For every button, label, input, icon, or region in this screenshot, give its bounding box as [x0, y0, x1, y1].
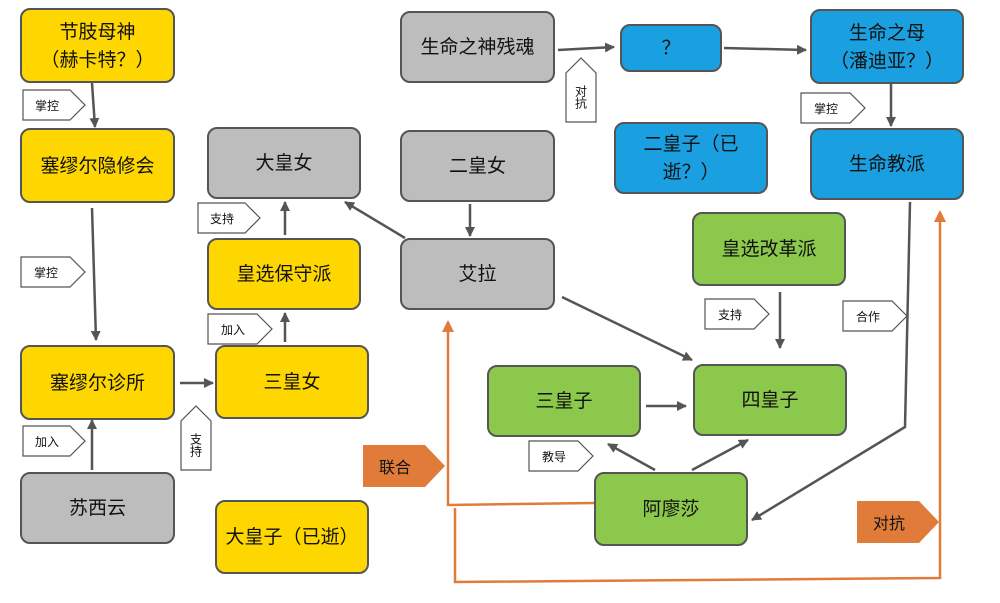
arrow-mushen-to-yinxiuhui: [89, 82, 100, 128]
node-san-huangzi: 三皇子: [487, 365, 641, 437]
node-label: 四皇子: [741, 389, 799, 411]
node-label: 皇选改革派: [721, 238, 817, 260]
node-saimiuer-yinxiuhui: 塞缪尔隐修会: [20, 128, 175, 203]
node-label: 阿廖莎: [642, 498, 700, 520]
tag-zhichi-2: 支持: [180, 405, 212, 471]
node-label: 生命之母 （潘迪亚？）: [829, 21, 944, 72]
node-label: 生命教派: [848, 153, 925, 175]
node-aila: 艾拉: [400, 238, 555, 310]
tag-duikang-1: 对抗: [565, 57, 597, 123]
orange-arrow-lianhe: [442, 320, 595, 507]
node-shengming-zhimu: 生命之母 （潘迪亚？）: [810, 9, 964, 84]
node-label: 塞缪尔隐修会: [40, 154, 155, 177]
tag-zhichi-1: 支持: [197, 202, 261, 234]
tag-zhichi-3: 支持: [704, 298, 770, 330]
arrow-canhun-to-unknown: [557, 42, 615, 53]
tag-label: 对抗: [872, 514, 905, 533]
node-er-huangnv: 二皇女: [400, 130, 555, 202]
node-huangxuan-gaigepai: 皇选改革派: [692, 212, 846, 286]
orange-arrow-duikang: [453, 210, 946, 584]
node-jiezhi-mushen: 节肢母神 （赫卡特？）: [20, 8, 175, 83]
tag-label: 掌控: [813, 101, 838, 116]
node-amiaosha: 阿廖莎: [594, 472, 748, 546]
tag-label: 支持: [188, 433, 203, 457]
tag-label: 支持: [209, 211, 234, 226]
tag-label: 对抗: [573, 85, 588, 109]
tag-hezuo: 合作: [842, 300, 908, 332]
node-label: 二皇子（已 逝？）: [643, 133, 739, 183]
arrow-aila-to-sihuangzi: [561, 295, 693, 362]
arrow-amiaosha-to-sanhuangzi: [607, 442, 656, 472]
node-unknown: ？: [620, 24, 722, 72]
node-label: 三皇女: [263, 371, 321, 393]
node-da-huangzi: 大皇子（已逝）: [215, 500, 369, 574]
node-label: 塞缪尔诊所: [49, 371, 145, 394]
node-da-huangnv: 大皇女: [207, 127, 361, 199]
node-huangxuan-baoshoupai: 皇选保守派: [207, 238, 361, 310]
tag-zhangkong-1: 掌控: [22, 89, 86, 121]
tag-duikang-2: 对抗: [857, 501, 939, 543]
node-label: 三皇子: [535, 390, 593, 412]
node-label: 皇选保守派: [236, 263, 332, 285]
tag-label: 联合: [378, 458, 411, 477]
tag-label: 加入: [34, 434, 59, 449]
arrow-amiaosha-to-sihuangzi: [691, 438, 749, 472]
node-label: 生命之神残魂: [420, 36, 535, 58]
node-er-huangzi: 二皇子（已 逝？）: [614, 122, 768, 194]
tag-lianhe: 联合: [363, 445, 445, 487]
node-shengming-zhishen-canhun: 生命之神残魂: [400, 11, 555, 83]
tag-jiaru-2: 加入: [207, 313, 273, 345]
node-label: 苏西云: [68, 497, 126, 519]
node-label: 大皇子（已逝）: [225, 526, 359, 548]
arrow-aila-to-dahuangnv: [344, 200, 406, 240]
tag-label: 掌控: [34, 98, 59, 113]
node-label: 大皇女: [255, 152, 313, 174]
tag-label: 合作: [855, 309, 880, 324]
arrow-unknown-to-shengmingzhimu: [723, 44, 807, 55]
node-label: ？: [661, 37, 681, 59]
tag-label: 掌控: [33, 265, 58, 280]
tag-label: 教导: [541, 449, 566, 464]
node-label: 艾拉: [458, 263, 497, 285]
node-si-huangzi: 四皇子: [693, 364, 847, 436]
tag-label: 支持: [717, 307, 742, 322]
tag-jiaru-1: 加入: [22, 425, 86, 457]
node-san-huangnv: 三皇女: [215, 345, 369, 419]
node-shengming-jiaopai: 生命教派: [810, 128, 964, 200]
arrow-jiaopai-to-amiaosha: [751, 201, 912, 522]
tag-zhangkong-2: 掌控: [20, 256, 86, 288]
tag-jiaodao: 教导: [528, 440, 594, 472]
tag-label: 加入: [220, 322, 245, 337]
node-saimiuer-zhensuo: 塞缪尔诊所: [20, 345, 175, 420]
tag-zhangkong-3: 掌控: [800, 92, 866, 124]
node-suxiyun: 苏西云: [20, 472, 175, 544]
node-label: 二皇女: [448, 155, 506, 177]
node-label: 节肢母神 （赫卡特？）: [40, 20, 155, 71]
arrow-yinxiuhui-to-zhensuo: [90, 207, 101, 341]
